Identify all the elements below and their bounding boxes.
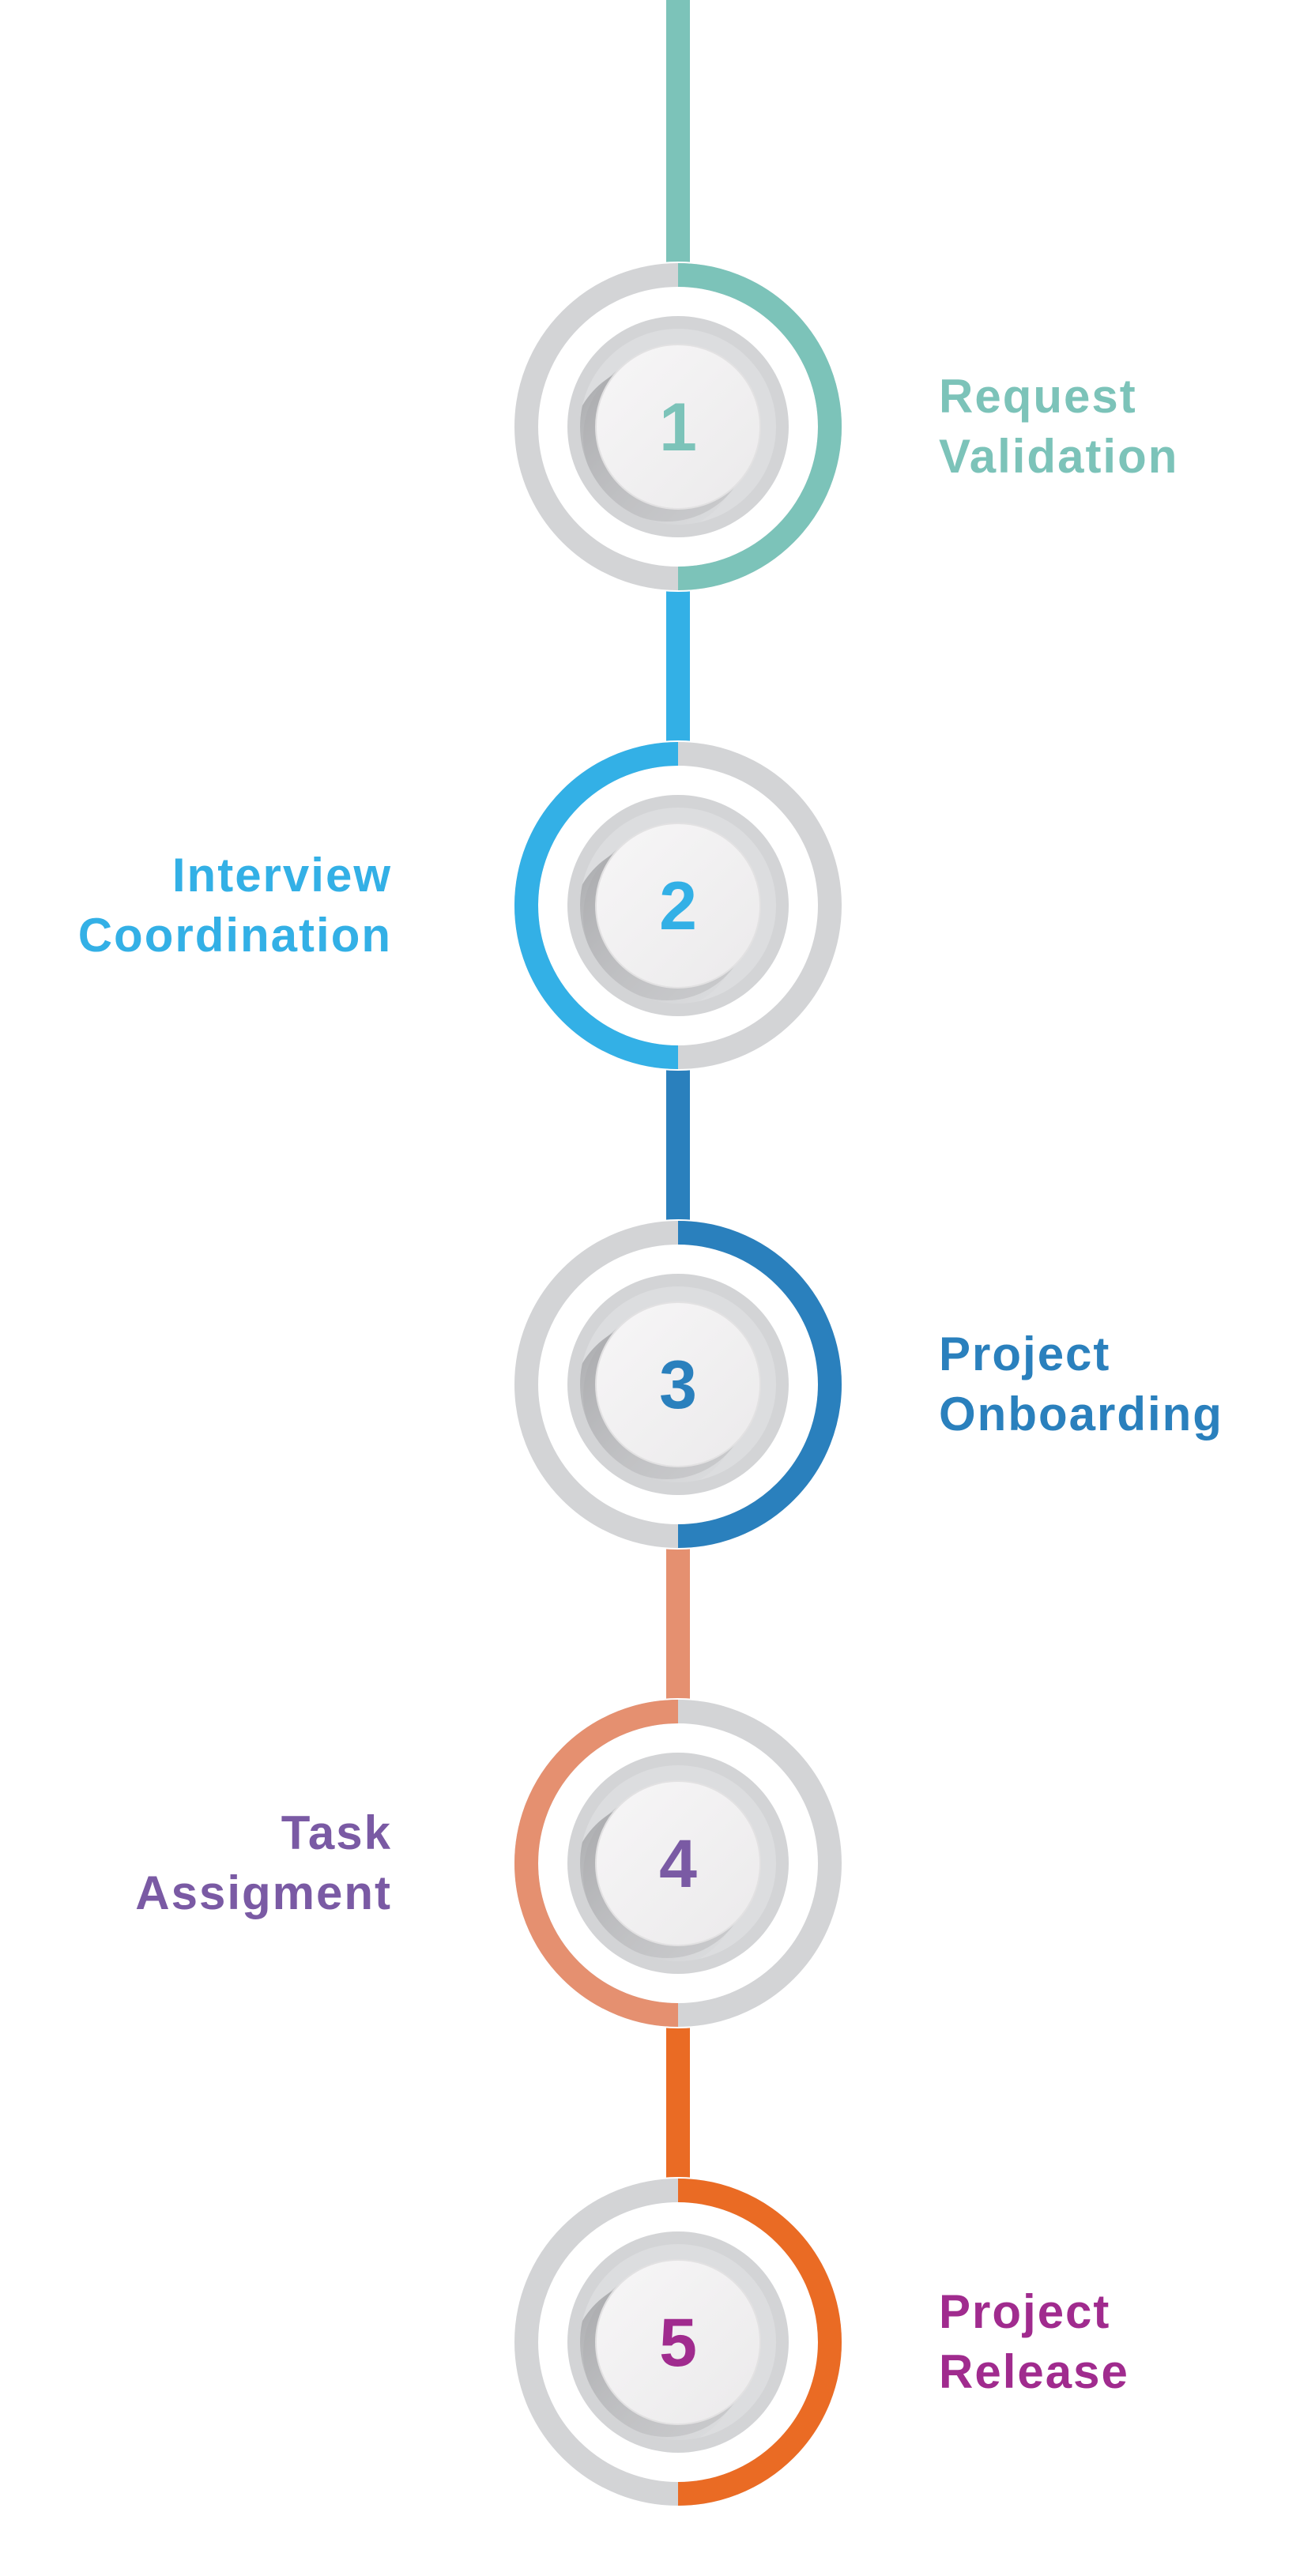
- step-number-2: 2: [659, 868, 697, 944]
- number-disc-1: [595, 344, 761, 510]
- number-disc-2: [595, 823, 761, 989]
- connector-lines: [666, 0, 690, 2192]
- progress-arc-3: [677, 1221, 842, 1548]
- step-label-line: Request: [939, 370, 1137, 423]
- connector-line-3: [666, 1057, 690, 1234]
- step-label-line: Release: [939, 2345, 1129, 2398]
- progress-arc-2: [514, 742, 679, 1069]
- step-number-3: 3: [659, 1347, 697, 1423]
- step-nodes: 1 2 3 4 5: [513, 262, 843, 2507]
- connector-line-5: [666, 2015, 690, 2192]
- number-disc-5: [595, 2259, 761, 2425]
- progress-arc-4: [514, 1700, 679, 2027]
- step-number-5: 5: [659, 2305, 697, 2381]
- step-number-4: 4: [659, 1826, 697, 1902]
- step-node-2: 2: [513, 740, 843, 1071]
- step-node-3: 3: [513, 1219, 843, 1550]
- connector-line-2: [666, 578, 690, 755]
- step-number-1: 1: [659, 390, 697, 465]
- step-label-line: Interview: [171, 849, 392, 902]
- step-node-1: 1: [513, 262, 843, 592]
- connector-line-1: [666, 0, 690, 277]
- progress-arc-5: [677, 2179, 842, 2506]
- step-node-5: 5: [513, 2177, 843, 2507]
- number-disc-3: [595, 1301, 761, 1467]
- step-label-line: Assigment: [135, 1866, 392, 1919]
- number-disc-4: [595, 1780, 761, 1946]
- step-label-line: Validation: [939, 430, 1179, 483]
- step-label-line: Onboarding: [939, 1388, 1223, 1441]
- step-label-line: Task: [281, 1806, 392, 1859]
- connector-line-4: [666, 1536, 690, 1713]
- step-label-line: Project: [939, 1328, 1111, 1380]
- step-node-4: 4: [513, 1698, 843, 2028]
- progress-arc-1: [677, 263, 842, 590]
- step-label-line: Project: [939, 2285, 1111, 2338]
- step-label-line: Coordination: [77, 909, 392, 962]
